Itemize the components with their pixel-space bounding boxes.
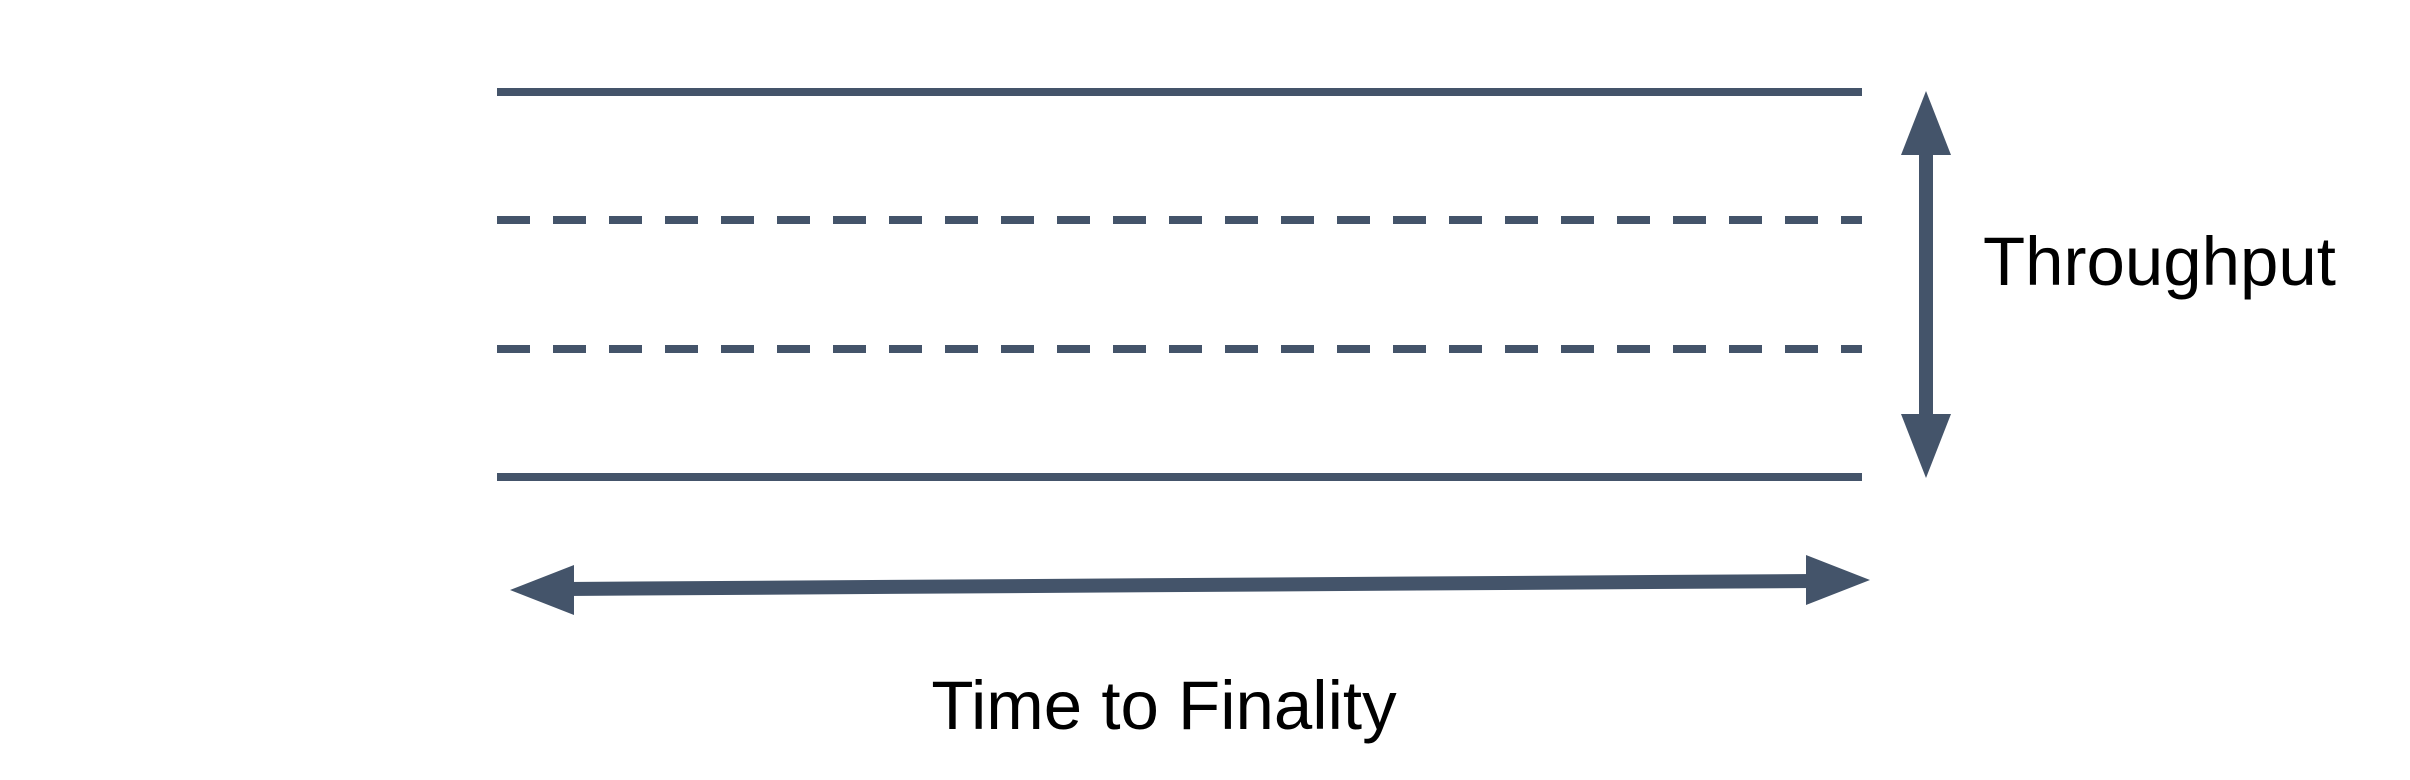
arrowhead-down-icon (1901, 414, 1951, 478)
time-to-finality-label: Time to Finality (931, 667, 1397, 744)
throughput-label: Throughput (1983, 223, 2336, 300)
vertical-double-arrow (1901, 91, 1951, 478)
horizontal-double-arrow (510, 555, 1870, 615)
arrowhead-right-icon (1806, 555, 1870, 605)
arrowhead-up-icon (1901, 91, 1951, 155)
boundary-lines (497, 88, 1862, 481)
horizontal-arrow-shaft (565, 574, 1815, 596)
arrowhead-left-icon (510, 565, 574, 615)
